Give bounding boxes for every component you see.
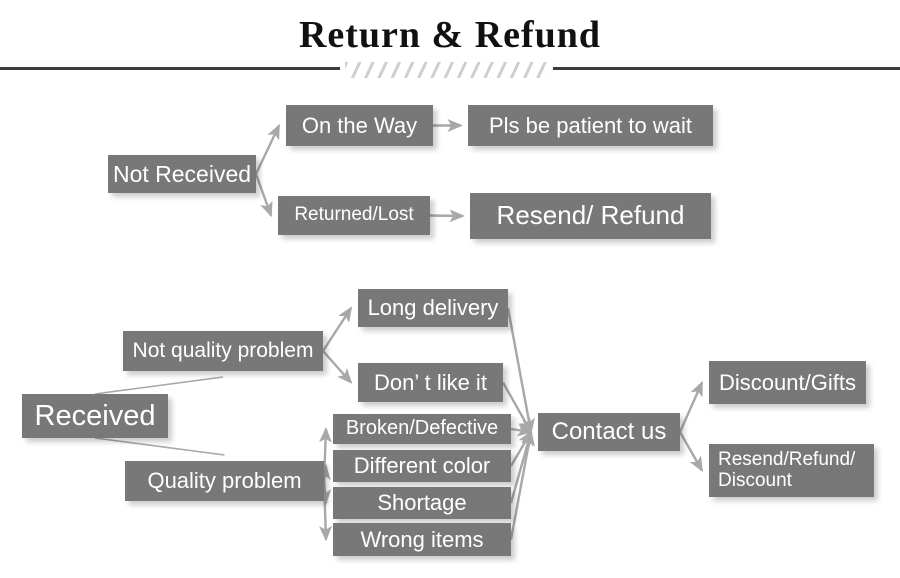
connector-received-to-not-quality: [94, 376, 224, 395]
flow-node-received: Received: [22, 394, 168, 438]
flow-node-not-quality: Not quality problem: [123, 331, 323, 371]
connector-quality-to-different-color: [317, 464, 331, 482]
connector-received-to-quality: [94, 437, 225, 456]
flow-node-dont-like-it: Don’ t like it: [358, 363, 503, 402]
connector-broken-defective-to-contact-us: [510, 423, 533, 437]
flow-node-quality: Quality problem: [125, 461, 324, 501]
flow-node-long-delivery: Long delivery: [358, 289, 508, 327]
connector-contact-us-to-discount-gifts: [678, 380, 704, 433]
flow-node-resend-refund: Resend/ Refund: [470, 193, 711, 239]
flow-node-wrong-items: Wrong items: [333, 523, 511, 556]
flow-node-pls-be-patient: Pls be patient to wait: [468, 105, 713, 146]
connector-not-received-to-on-the-way: [254, 123, 281, 175]
divider-rule-right: [553, 67, 900, 70]
connector-returned-lost-to-resend-refund: [429, 209, 465, 223]
flow-node-contact-us: Contact us: [538, 413, 680, 451]
flow-node-different-color: Different color: [333, 450, 511, 482]
flow-node-shortage: Shortage: [333, 487, 511, 519]
connector-not-received-to-returned-lost: [254, 173, 273, 218]
divider-hatch-pattern: [345, 62, 550, 78]
connector-quality-to-wrong-items: [319, 480, 333, 542]
flow-node-not-received: Not Received: [108, 155, 256, 193]
page-title: Return & Refund: [298, 14, 602, 56]
flow-node-resend-refund-disc: Resend/Refund/ Discount: [709, 444, 874, 497]
connector-long-delivery-to-contact-us: [506, 307, 535, 434]
flow-node-discount-gifts: Discount/Gifts: [709, 361, 866, 404]
flow-node-returned-lost: Returned/Lost: [278, 196, 430, 235]
connector-not-quality-to-dont-like-it: [322, 350, 353, 384]
flow-node-broken-defective: Broken/Defective: [333, 414, 511, 444]
title-divider: [0, 62, 900, 78]
divider-rule-left: [0, 67, 340, 70]
flow-node-on-the-way: On the Way: [286, 105, 433, 146]
connector-not-quality-to-long-delivery: [321, 306, 353, 352]
connector-contact-us-to-resend-refund-disc: [678, 431, 704, 473]
connector-wrong-items-to-contact-us: [509, 430, 535, 540]
